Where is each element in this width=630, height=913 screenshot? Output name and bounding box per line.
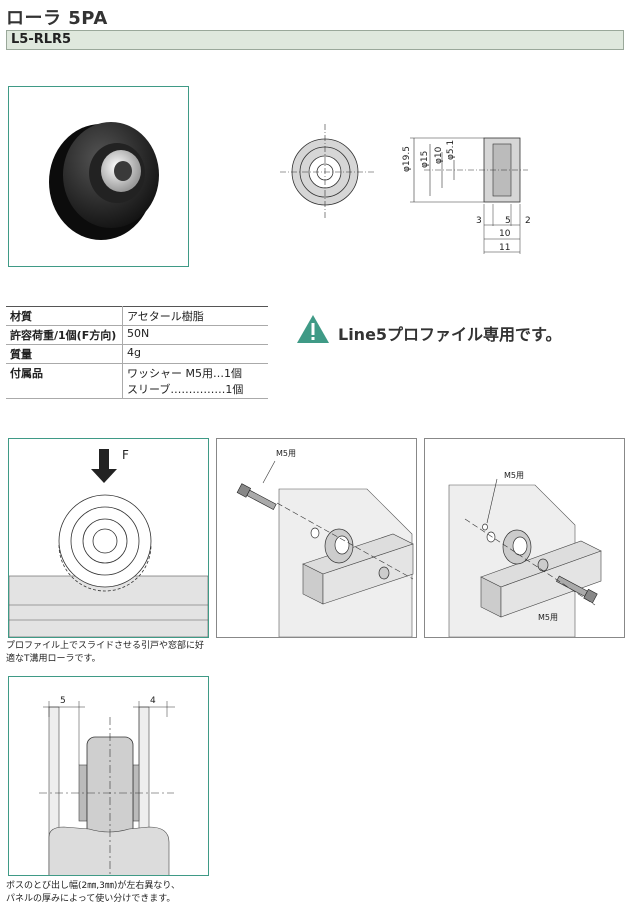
page-title: ローラ 5PA <box>6 8 108 29</box>
force-label: F <box>122 448 129 462</box>
diagram1-caption: プロファイル上でスライドさせる引戸や窓部に好 適なT溝用ローラです。 <box>6 640 216 666</box>
dim-width-10: 10 <box>499 229 511 239</box>
spec-row: 付属品 ワッシャー M5用…1個 スリーブ……………1個 <box>6 363 268 399</box>
front-view-drawing <box>280 124 376 220</box>
spec-value-line: ワッシャー M5用…1個 <box>127 367 242 380</box>
dim-diameter-15: φ15 <box>420 150 430 168</box>
dim-diameter-outer: φ19.5 <box>402 146 412 172</box>
diagram-assembly-bolt-right <box>424 438 625 638</box>
diagram-boss-protrusion <box>8 676 209 876</box>
warning-icon <box>297 315 329 343</box>
dim-width-2: 2 <box>525 216 531 226</box>
m5-label-washer: M5用 <box>504 471 524 480</box>
dim-width-11: 11 <box>499 243 511 253</box>
spec-row: 許容荷重/1個(F方向) 50N <box>6 325 268 345</box>
spec-label: 付属品 <box>6 363 123 399</box>
dim-diameter-bore: φ5.1 <box>446 139 456 160</box>
caption-line: パネルの厚みによって使い分けできます。 <box>6 894 176 904</box>
spec-label: 許容荷重/1個(F方向) <box>6 325 123 345</box>
caption-line: プロファイル上でスライドさせる引戸や窓部に好 <box>6 641 205 651</box>
side-view-drawing <box>410 137 528 254</box>
spec-value: 4g <box>122 344 268 364</box>
dim-boss-right: 4 <box>150 696 156 706</box>
assembly-illustration-left <box>236 460 414 638</box>
spec-value: ワッシャー M5用…1個 スリーブ……………1個 <box>122 363 268 399</box>
spec-table: 材質 アセタール樹脂 許容荷重/1個(F方向) 50N 質量 4g 付属品 ワッ… <box>6 306 268 399</box>
product-photo <box>8 86 189 267</box>
diagram-assembly-bolt-left <box>216 438 417 638</box>
m5-label-bolt: M5用 <box>538 613 558 622</box>
spec-value: アセタール樹脂 <box>122 306 268 326</box>
notice-text: Line5プロファイル専用です。 <box>338 325 562 344</box>
dim-boss-left: 5 <box>60 696 66 706</box>
diagram4-caption: ボスのとび出し幅(2㎜,3㎜)が左右異なり、 パネルの厚みによって使い分けできま… <box>6 880 221 906</box>
spec-row: 質量 4g <box>6 344 268 364</box>
spec-row: 材質 アセタール樹脂 <box>6 306 268 326</box>
spec-label: 質量 <box>6 344 123 364</box>
boss-section-illustration <box>39 701 175 876</box>
dim-width-5: 5 <box>505 216 511 226</box>
dim-diameter-10: φ10 <box>434 146 444 164</box>
product-code: L5-RLR5 <box>11 32 72 47</box>
product-code-bar: L5-RLR5 <box>6 30 624 50</box>
spec-value-line: スリーブ……………1個 <box>127 383 244 396</box>
m5-label: M5用 <box>276 449 296 458</box>
caption-line: 適なT溝用ローラです。 <box>6 654 101 664</box>
roller-load-illustration <box>8 449 209 638</box>
dim-width-3: 3 <box>476 216 482 226</box>
caption-line: ボスのとび出し幅(2㎜,3㎜)が左右異なり、 <box>6 881 180 891</box>
roller-photo-image <box>49 122 159 240</box>
assembly-illustration-right <box>448 478 602 638</box>
spec-label: 材質 <box>6 306 123 326</box>
diagram-roller-on-profile <box>8 438 209 638</box>
spec-value: 50N <box>122 325 268 345</box>
